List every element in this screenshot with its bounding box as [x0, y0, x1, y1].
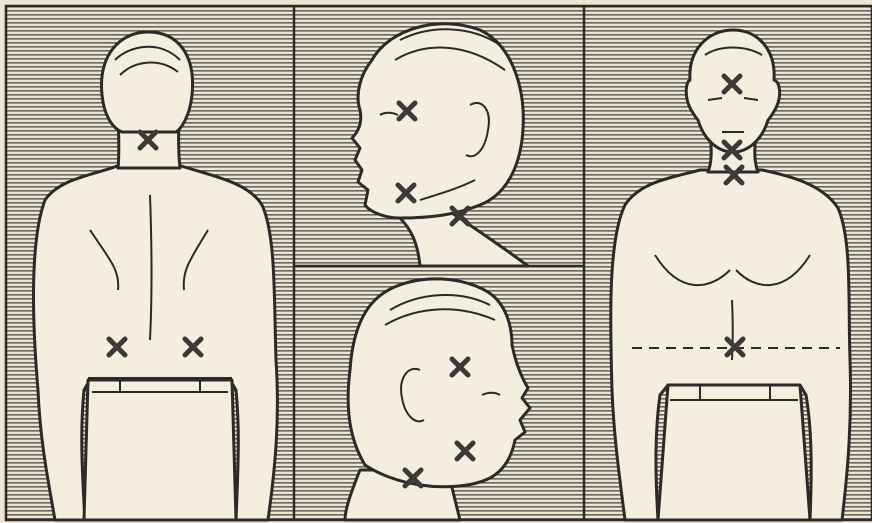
- anatomy-illustration: [0, 0, 872, 523]
